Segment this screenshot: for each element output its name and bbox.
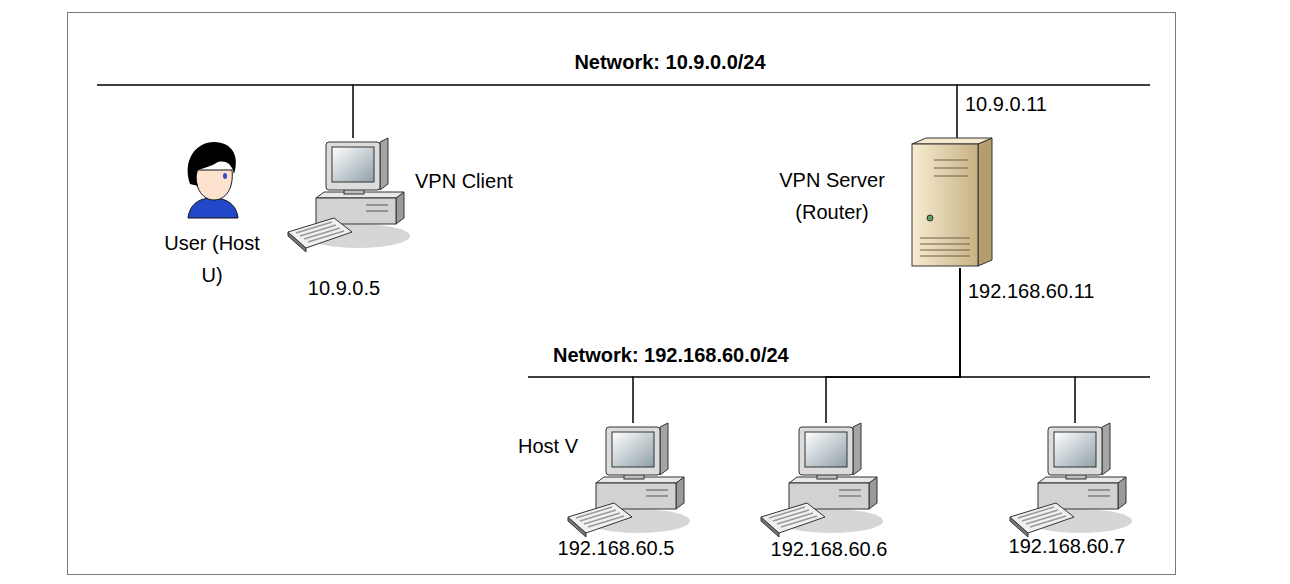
face [196, 170, 233, 200]
keyboard [1010, 503, 1074, 533]
power-light [927, 215, 933, 221]
node-label: Host V [518, 430, 578, 462]
monitor [799, 427, 853, 475]
key-row [308, 231, 344, 242]
vent-line [920, 250, 970, 251]
monitor-side [380, 138, 388, 190]
server-side [978, 138, 992, 266]
drive-slot [839, 490, 861, 491]
network-bus [528, 376, 633, 378]
node-label: User (Host U) [162, 227, 262, 291]
frame-border [68, 13, 1176, 575]
monitor [326, 142, 380, 190]
drive-slot [934, 168, 968, 169]
drive-slot [1088, 496, 1110, 497]
server-router: VPN Server (Router)10.9.0.11192.168.60.1… [908, 138, 996, 268]
ip-address: 10.9.0.5 [279, 272, 409, 304]
host-computer: 192.168.60.6 [761, 423, 881, 538]
drive-slot [646, 496, 668, 497]
ip-address: 10.9.0.11 [965, 88, 1047, 120]
vent-line [920, 238, 970, 239]
ip-address: 192.168.60.6 [754, 533, 904, 565]
user-figure: User (Host U) [178, 140, 248, 222]
hair [188, 142, 236, 186]
shirt [188, 198, 238, 218]
icon-drawing [761, 423, 881, 538]
screen [332, 147, 374, 182]
keyboard [288, 218, 352, 248]
ip-address: 192.168.60.5 [541, 532, 691, 564]
monitor-side [853, 423, 861, 475]
node-label: VPN Client [415, 165, 513, 197]
screen [1054, 432, 1096, 467]
monitor [606, 427, 660, 475]
vent-line [920, 244, 970, 245]
drive-slot [934, 160, 968, 161]
screen [612, 432, 654, 467]
client-computer: VPN Client10.9.0.5 [288, 138, 408, 253]
monitor-side [1102, 423, 1110, 475]
drive-slot [646, 490, 668, 491]
ip-address: 192.168.60.7 [992, 530, 1142, 562]
network-bus [957, 84, 1150, 86]
network-bus [97, 84, 353, 86]
drive-slot [1088, 490, 1110, 491]
network-link [826, 268, 960, 423]
network-label: Network: 10.9.0.0/24 [520, 49, 820, 75]
server-top [912, 138, 992, 144]
drive-slot [934, 176, 968, 177]
drive-slot [366, 205, 388, 206]
drive-slot [366, 211, 388, 212]
host-computer: Host V192.168.60.5 [568, 423, 688, 538]
icon-drawing [908, 138, 996, 268]
host-computer: 192.168.60.7 [1010, 423, 1130, 538]
drive-slot [839, 496, 861, 497]
icon-drawing [288, 138, 408, 253]
icon-drawing [178, 140, 248, 222]
screen [805, 432, 847, 467]
network-bus [1075, 376, 1150, 378]
node-label: VPN Server (Router) [767, 164, 897, 228]
icon-drawing [568, 423, 688, 538]
server-body [912, 144, 978, 266]
network-link [353, 85, 957, 138]
key-row [588, 516, 624, 527]
keyboard [761, 503, 825, 533]
vent-line [920, 256, 970, 257]
monitor [1048, 427, 1102, 475]
ip-address: 192.168.60.11 [968, 275, 1094, 307]
network-label: Network: 192.168.60.0/24 [553, 342, 789, 368]
monitor-side [660, 423, 668, 475]
key-row [1030, 516, 1066, 527]
eye [223, 173, 227, 179]
icon-drawing [1010, 423, 1130, 538]
key-row [781, 516, 817, 527]
keyboard [568, 503, 632, 533]
